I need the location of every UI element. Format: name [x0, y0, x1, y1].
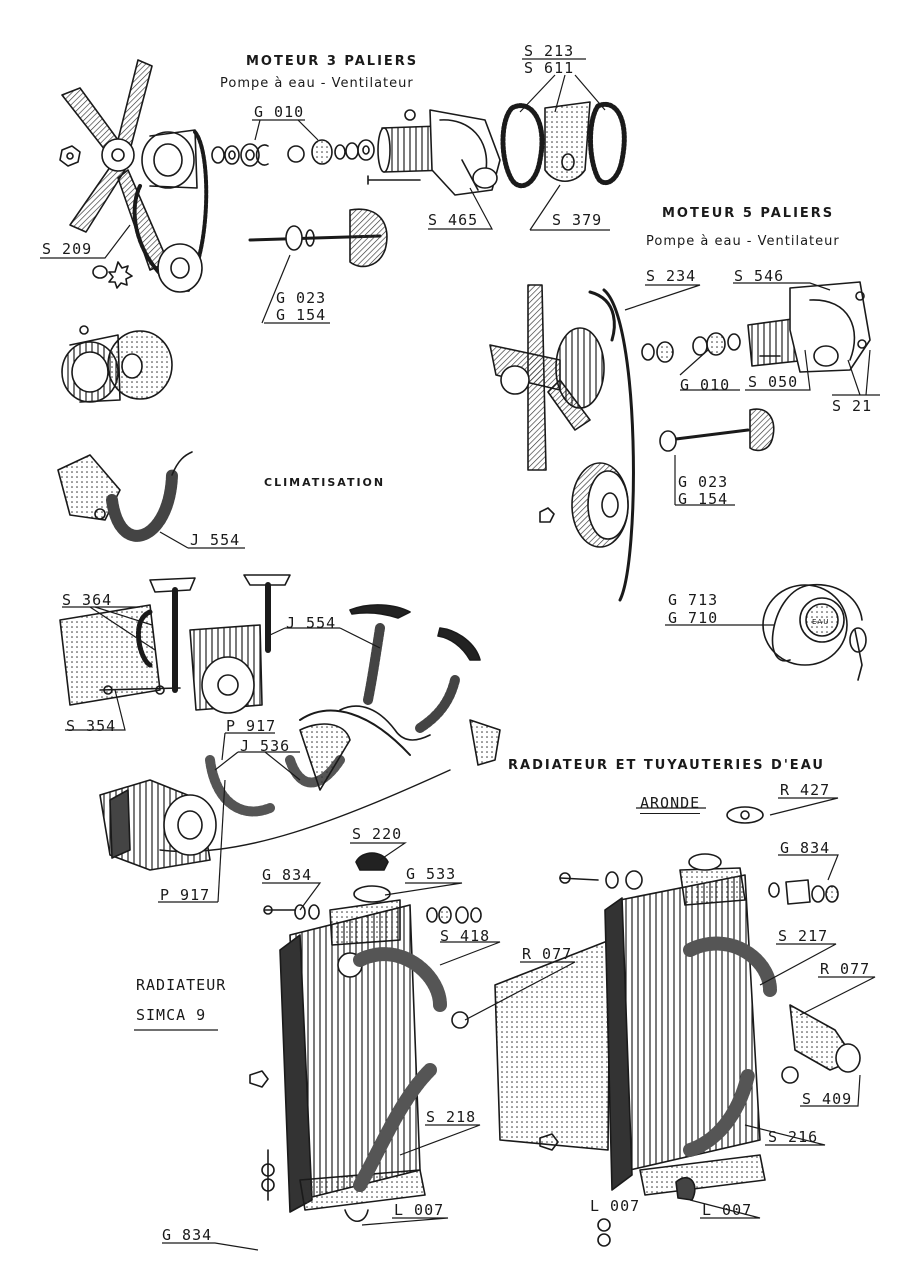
radiator-simca9: [249, 899, 469, 1223]
fan-5-paliers: [489, 284, 635, 602]
nut-small: [59, 145, 133, 289]
part-label-g023: G 023: [276, 289, 327, 307]
part-label-l007-b: L 007: [590, 1197, 641, 1215]
part-label-g713: G 713: [668, 591, 719, 609]
part-label-r077: R 077: [522, 945, 573, 963]
gauge-label: EAU: [812, 618, 830, 626]
thermostat-housing: [61, 325, 173, 403]
part-label-s546: S 546: [734, 267, 785, 285]
radiator-aronde: [494, 806, 777, 1247]
part-label-j554-b: J 554: [286, 614, 337, 632]
shaft-impeller-5: [659, 408, 775, 452]
part-label-s465: S 465: [428, 211, 479, 229]
part-label-g834-c: G 834: [162, 1226, 213, 1244]
heater-unit: [59, 574, 291, 714]
part-label-s216: S 216: [768, 1128, 819, 1146]
bearing-row-3: [211, 139, 375, 167]
part-label-p917: P 917: [226, 717, 277, 735]
bearing-row-5: [641, 317, 809, 367]
part-label-g154: G 154: [276, 306, 327, 324]
title-radiateur-tuyauteries: RADIATEUR ET TUYAUTERIES D'EAU: [508, 758, 825, 773]
part-label-s379: S 379: [552, 211, 603, 229]
part-label-s611: S 611: [524, 59, 575, 77]
part-label-g710: G 710: [668, 609, 719, 627]
title-simca9: SIMCA 9: [136, 1006, 207, 1024]
part-label-s364: S 364: [62, 591, 113, 609]
temperature-gauge: [762, 583, 867, 681]
title-aronde: ARONDE: [640, 794, 701, 814]
water-pump-3: [367, 109, 501, 196]
part-label-s213: S 213: [524, 42, 575, 60]
part-label-s050: S 050: [748, 373, 799, 391]
part-label-r427: R 427: [780, 781, 831, 799]
defrost-ducts: [299, 604, 501, 766]
part-label-p917-b: P 917: [160, 886, 211, 904]
part-label-j536: J 536: [240, 737, 291, 755]
part-label-s234: S 234: [646, 267, 697, 285]
pulley-5: [539, 462, 629, 548]
shaft-impeller-3: [248, 208, 388, 268]
part-label-s220: S 220: [352, 825, 403, 843]
part-label-s354: S 354: [66, 717, 117, 735]
part-label-g154-5: G 154: [678, 490, 729, 508]
gaskets-3: [500, 101, 627, 189]
title-moteur-5-paliers: MOTEUR 5 PALIERS: [662, 206, 835, 221]
title-radiateur: RADIATEUR: [136, 976, 227, 994]
part-label-g023-5: G 023: [678, 473, 729, 491]
part-label-s209: S 209: [42, 240, 93, 258]
fan-3-paliers: [61, 59, 169, 271]
part-label-s21: S 21: [832, 397, 873, 415]
part-label-s418: S 418: [440, 927, 491, 945]
part-label-l007-c: L 007: [702, 1201, 753, 1219]
water-pump-5: [759, 281, 871, 373]
part-label-g533: G 533: [406, 865, 457, 883]
part-label-j554: J 554: [190, 531, 241, 549]
pulley-belt-3: [132, 129, 209, 293]
title-climatisation: CLIMATISATION: [264, 476, 386, 489]
part-label-l007: L 007: [394, 1201, 445, 1219]
subtitle-moteur-3: Pompe à eau - Ventilateur: [220, 76, 414, 91]
part-label-s217: S 217: [778, 927, 829, 945]
part-label-g834-aronde: G 834: [780, 839, 831, 857]
clim-hose-assembly: [57, 451, 193, 542]
part-label-s218: S 218: [426, 1108, 477, 1126]
heater-valve: [99, 779, 217, 871]
radiator-cap-simca: [263, 852, 482, 924]
part-label-g010: G 010: [254, 103, 305, 121]
subtitle-moteur-5: Pompe à eau - Ventilateur: [646, 234, 840, 249]
part-label-g010-5: G 010: [680, 376, 731, 394]
part-label-r077-b: R 077: [820, 960, 871, 978]
aronde-fittings: [768, 879, 861, 1084]
part-label-g834: G 834: [262, 866, 313, 884]
title-moteur-3-paliers: MOTEUR 3 PALIERS: [246, 54, 419, 69]
part-label-s409: S 409: [802, 1090, 853, 1108]
leader-lines: [40, 58, 880, 1251]
